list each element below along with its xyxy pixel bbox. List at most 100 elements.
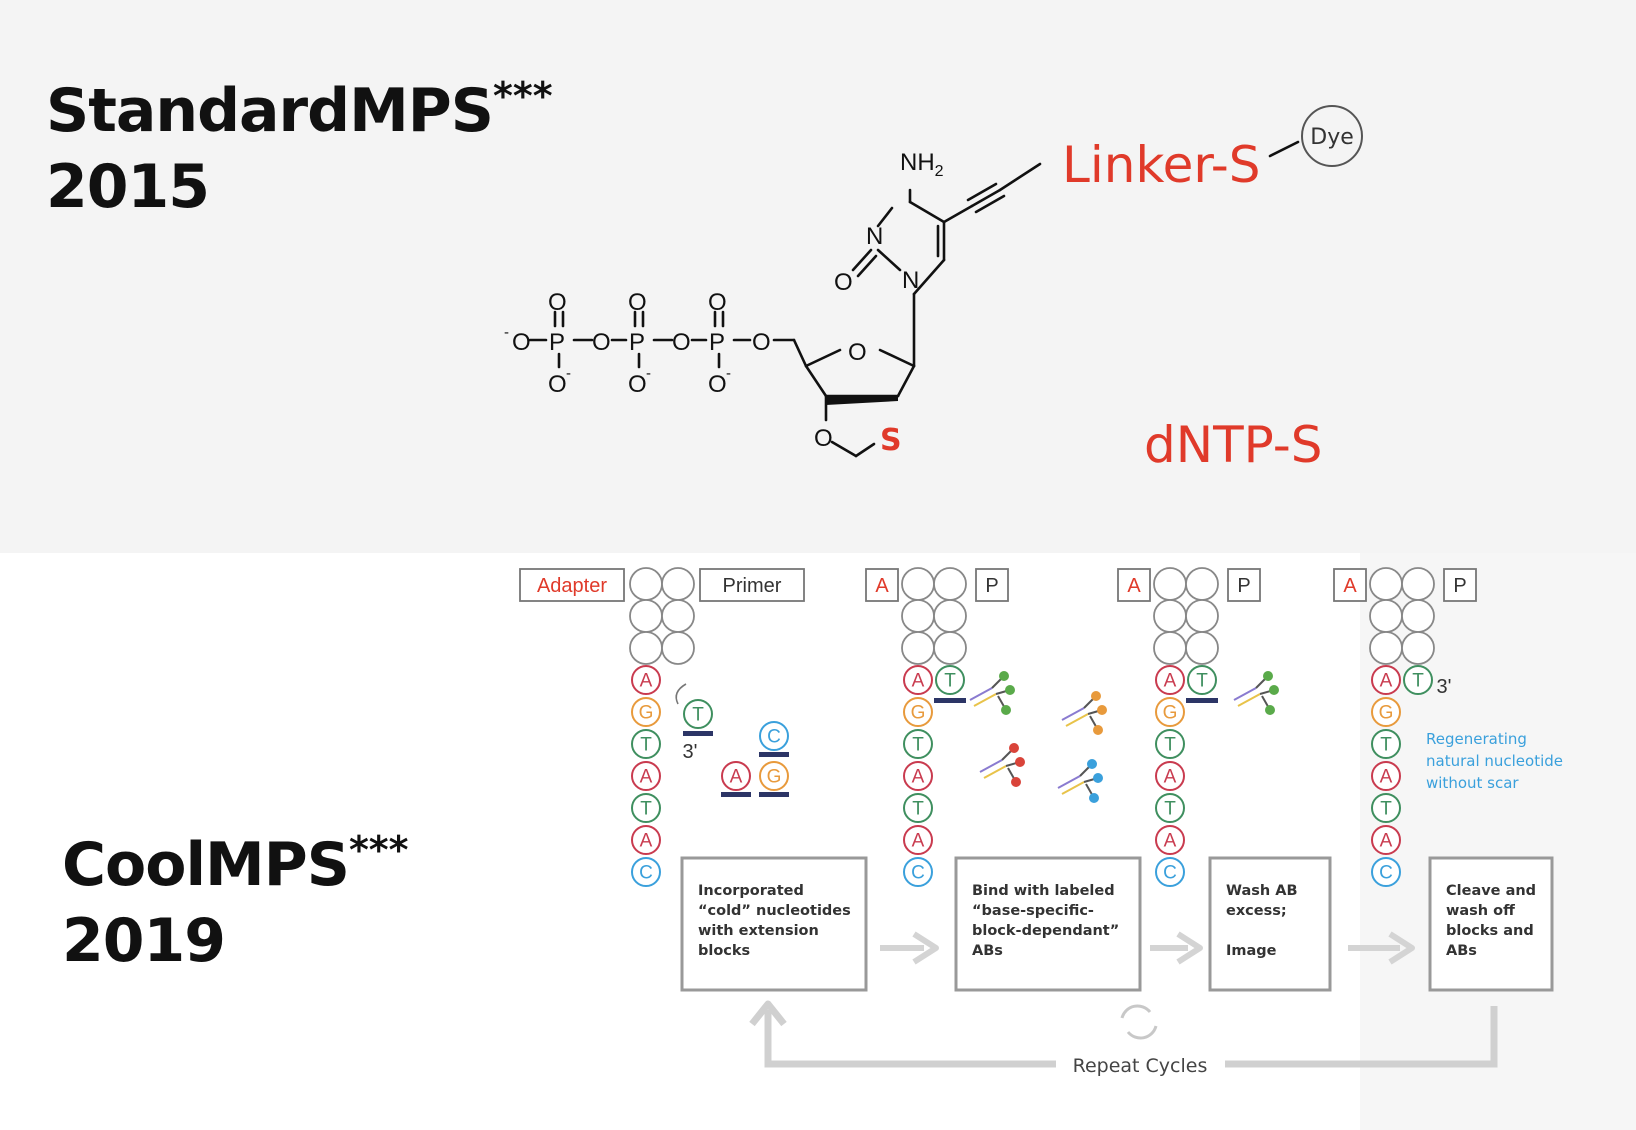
step2-ab-blue-dye-2	[1093, 773, 1103, 783]
panel-2-strand-2-circle	[903, 729, 933, 759]
panel-3-strand-2-letter: T	[1164, 735, 1176, 756]
panel-1-empty-right-2	[661, 631, 695, 665]
svg-text:N: N	[902, 267, 919, 294]
panel-1-strand-4-letter: T	[640, 799, 652, 820]
svg-text:NH2: NH2	[900, 149, 944, 180]
panel-3-empty-right-0	[1185, 567, 1219, 601]
panel-2-primer-box	[975, 568, 1009, 602]
step3-ab-green-dye-3	[1265, 705, 1275, 715]
panel-4-strand-2-letter: T	[1380, 735, 1392, 756]
step1-free-g-block	[759, 792, 789, 797]
step2-ab-green-stroke-0	[969, 687, 993, 701]
step1-free-a-letter: A	[730, 767, 743, 788]
panel-1-strand-0-circle	[631, 665, 661, 695]
dye-label: Dye	[1310, 125, 1354, 150]
step2-incorporated-circle	[935, 665, 965, 695]
panel-2-strand-4-circle	[903, 793, 933, 823]
panel-3-strand-5-letter: A	[1164, 831, 1177, 852]
panel-3-adapter-box	[1117, 568, 1151, 602]
sulfur-label: S	[880, 423, 902, 458]
step3-incorporated-circle	[1187, 665, 1217, 695]
svg-text:-: -	[566, 365, 571, 382]
step-box-4-line-2: blocks and	[1446, 923, 1534, 939]
panel-2-strand-0-letter: A	[912, 671, 925, 692]
step3-ab-green-dye-2	[1269, 685, 1279, 695]
step2-ab-blue-stroke-0	[1057, 775, 1081, 789]
svg-text:O: O	[814, 425, 833, 452]
panel-2-strand-6-letter: C	[911, 863, 925, 884]
panel-4-empty-right-0	[1401, 567, 1435, 601]
step2-ab-blue-stroke-1	[1061, 781, 1085, 795]
step2-ab-orange-dye-3	[1093, 725, 1103, 735]
step-box-1-line-1: “cold” nucleotides	[698, 903, 851, 919]
svg-text:N: N	[866, 223, 883, 250]
top-panel	[0, 0, 1636, 553]
panel-3-empty-right-2	[1185, 631, 1219, 665]
step2-ab-red-dye-1	[1009, 743, 1019, 753]
cool-mps-stars: ***	[348, 828, 409, 872]
panel-3-strand-3-letter: A	[1164, 767, 1177, 788]
repeat-loop-right	[1225, 1006, 1498, 1068]
step2-ab-green-dye-1	[999, 671, 1009, 681]
svg-text:O: O	[708, 289, 727, 316]
step-box-4-line-0: Cleave and	[1446, 883, 1536, 899]
panel-4-strand-6-circle	[1371, 857, 1401, 887]
step1-free-g-letter: G	[767, 767, 782, 788]
step1-curved-arrow	[675, 683, 687, 705]
panel-3-primer-label: P	[1237, 575, 1250, 597]
panel-2-strand-5-letter: A	[912, 831, 925, 852]
panel-1-strand-6-letter: C	[639, 863, 653, 884]
svg-text:P: P	[709, 329, 725, 356]
step2-ab-orange-dye-2	[1097, 705, 1107, 715]
repeat-icon-arc-bottom	[1126, 1025, 1158, 1040]
panel-2-strand-2-letter: T	[912, 735, 924, 756]
panel-4-strand-5-letter: A	[1380, 831, 1393, 852]
panel-1-empty-left-0	[629, 567, 663, 601]
panel-1-empty-left-2	[629, 631, 663, 665]
step2-ab-green-stroke-1	[973, 693, 997, 707]
svg-text:O: O	[752, 329, 771, 356]
panel-2-strand-1-circle	[903, 697, 933, 727]
panel-2-empty-left-0	[901, 567, 935, 601]
step2-ab-blue	[1057, 759, 1103, 803]
step-box-2-line-1: “base-specific-	[972, 903, 1094, 919]
step2-ab-red-dye-3	[1011, 777, 1021, 787]
step-box-2-line-3: ABs	[972, 943, 1003, 959]
panel-4-strand-0-circle	[1371, 665, 1401, 695]
step2-ab-blue-dye-1	[1087, 759, 1097, 769]
panel-2-adapter-label: A	[875, 575, 889, 597]
panel-4-strand-4-letter: T	[1380, 799, 1392, 820]
panel-2-strand-5-circle	[903, 825, 933, 855]
panel-4-strand-4-circle	[1371, 793, 1401, 823]
panel-3-primer-box	[1227, 568, 1261, 602]
cool-mps-name: CoolMPS	[62, 830, 350, 900]
panel-4-empty-left-0	[1369, 567, 1403, 601]
panel-1-strand-0-letter: A	[640, 671, 653, 692]
cool-mps-year: 2019	[62, 906, 226, 976]
panel-1-strand-3-circle	[631, 761, 661, 791]
step-arrow-3-head	[1388, 931, 1415, 965]
step3-ab-green-stroke-0	[1233, 687, 1257, 701]
panel-2-strand-3-letter: A	[912, 767, 925, 788]
cool-mps-heading: CoolMPS*** 2019	[62, 812, 409, 979]
panel-4-strand-3-letter: A	[1380, 767, 1393, 788]
panel-3-strand-0-circle	[1155, 665, 1185, 695]
panel-2-empty-right-2	[933, 631, 967, 665]
step-box-3-line-3: Image	[1226, 943, 1277, 959]
step4-regenerated-letter: T	[1412, 671, 1424, 692]
nh2-label: NH	[900, 149, 935, 176]
step3-ab-green-stroke-1	[1237, 693, 1261, 707]
dntp-s-label: dNTP-S	[1144, 416, 1323, 474]
step-box-2-line-0: Bind with labeled	[972, 883, 1115, 899]
step2-ab-red-dye-2	[1015, 757, 1025, 767]
panel-1-adapter-label: Adapter	[537, 575, 607, 597]
panel-2-empty-right-1	[933, 599, 967, 633]
step1-primer-end: 3'	[683, 741, 698, 763]
panel-4-adapter-label: A	[1343, 575, 1357, 597]
panel-3-empty-right-1	[1185, 599, 1219, 633]
step4-primer-end: 3'	[1437, 676, 1452, 698]
step2-ab-red	[979, 743, 1025, 787]
step-box-1-line-2: with extension	[698, 923, 819, 939]
step1-free-g-circle	[759, 761, 789, 791]
